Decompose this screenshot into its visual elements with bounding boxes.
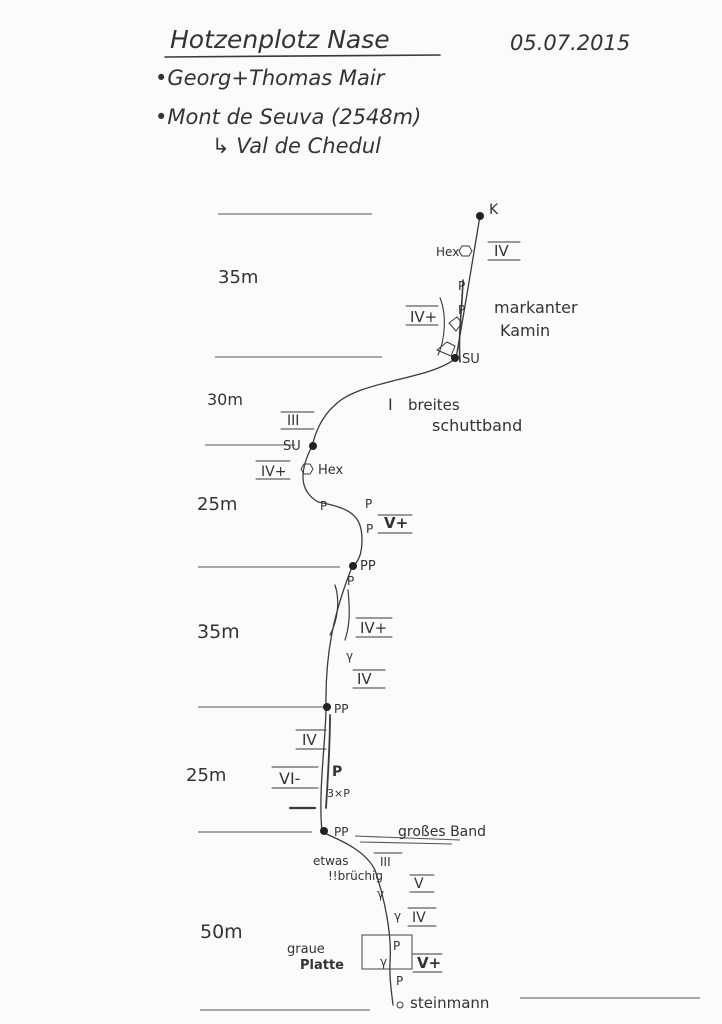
rock-texture-2	[448, 316, 463, 332]
grade-13: V+	[412, 953, 443, 973]
belay-dot-1	[451, 354, 459, 362]
grey-slab-box	[361, 934, 413, 970]
route-line	[302, 215, 481, 1006]
grade-3: III	[280, 411, 315, 430]
svg-text:V: V	[414, 876, 424, 892]
note-etwas: etwas	[313, 854, 349, 868]
pitch-length-2: 30m	[207, 390, 243, 409]
svg-text:III: III	[287, 413, 299, 429]
svg-text:III: III	[380, 855, 391, 869]
piton-3: P	[320, 499, 327, 513]
svg-text:IV: IV	[412, 910, 426, 926]
note-grade-band: I	[388, 395, 393, 414]
belay-label-pp3: PP	[334, 825, 348, 839]
grade-8: IV	[295, 729, 327, 750]
pitch-length-6: 50m	[200, 921, 243, 943]
note-big-ledge: großes Band	[398, 824, 486, 840]
hex-icon-top	[458, 245, 473, 257]
piton-2: P	[458, 303, 465, 317]
svg-text:IV: IV	[494, 242, 509, 260]
grade-6: IV+	[355, 617, 393, 638]
hex-label-top: Hex	[436, 245, 459, 259]
mountain-line: •Mont de Seuva (2548m)	[155, 105, 421, 129]
piton-5: P	[366, 522, 373, 536]
pitch-length-3: 25m	[197, 494, 237, 515]
pitch-length-1: 35m	[218, 267, 258, 288]
rock-texture-1	[436, 341, 456, 357]
piton-4: P	[365, 497, 372, 511]
belay-dot-5	[320, 827, 328, 835]
chimney-line	[458, 279, 464, 363]
piton-9: P	[396, 974, 403, 988]
belay-label-pp1: PP	[360, 559, 376, 574]
big-ledge-line-2	[359, 841, 453, 845]
belay-dot-3	[349, 562, 357, 570]
svg-text:IV+: IV+	[410, 308, 437, 326]
piton-6: P	[347, 574, 354, 588]
belay-label-su1: SU	[462, 352, 480, 367]
grade-10: III	[373, 852, 403, 869]
svg-text:IV: IV	[302, 731, 317, 749]
corner-line-left	[329, 584, 339, 636]
note-band-2: schuttband	[432, 416, 522, 435]
three-pitons: 3×P	[327, 787, 350, 800]
friend-mark-3: γ	[394, 909, 401, 923]
grade-1: IV	[487, 241, 521, 261]
friend-mark-2: γ	[377, 887, 384, 901]
piton-1: P	[458, 279, 465, 293]
note-chimney-2: Kamin	[500, 321, 550, 340]
note-band-1: breites	[408, 396, 460, 414]
piton-7: P	[332, 764, 342, 780]
svg-text:V+: V+	[417, 954, 441, 972]
grade-5: V+	[377, 514, 413, 534]
hex-icon-mid	[300, 463, 314, 475]
svg-text:IV+: IV+	[360, 619, 387, 637]
svg-text:IV: IV	[357, 670, 372, 688]
route-title: Hotzenplotz Nase	[170, 25, 390, 54]
belay-label-pp2: PP	[334, 702, 348, 716]
note-grey-2: Platte	[300, 958, 344, 973]
friend-mark-1: γ	[346, 649, 353, 663]
big-ledge-line-1	[354, 835, 461, 841]
belay-label-su2: SU	[283, 439, 301, 454]
hex-label-mid: Hex	[318, 463, 344, 478]
corner-line-right	[344, 589, 350, 641]
grade-9: VI-	[271, 766, 319, 789]
grade-12: IV	[407, 907, 437, 927]
top-anchor-dot	[476, 212, 484, 220]
belay-dot-4	[323, 703, 331, 711]
climbers-line: •Georg+Thomas Mair	[155, 66, 386, 90]
route-date: 05.07.2015	[510, 31, 630, 55]
grade-4: IV+	[255, 460, 291, 480]
note-steinmann: steinmann	[410, 994, 489, 1012]
title-underline	[164, 54, 441, 58]
svg-text:V+: V+	[384, 514, 408, 532]
pitch-length-4: 35m	[197, 621, 240, 643]
svg-text:VI-: VI-	[279, 769, 300, 788]
piton-8: P	[393, 939, 400, 953]
grade-11: V	[409, 874, 435, 893]
note-grey-1: graue	[287, 942, 325, 957]
belay-dot-2	[309, 442, 317, 450]
steep-section-line	[325, 714, 331, 809]
note-bruechig: !!brüchig	[328, 869, 383, 883]
svg-text:IV+: IV+	[261, 464, 286, 480]
cairn-icon	[396, 1001, 404, 1009]
note-chimney-1: markanter	[494, 298, 578, 317]
grade-7: IV	[352, 669, 386, 689]
valley-line: ↳ Val de Chedul	[212, 134, 381, 158]
pitch-length-5: 25m	[186, 765, 226, 786]
friend-mark-4: γ	[380, 955, 387, 969]
top-anchor-label: K	[489, 202, 499, 218]
grade-2: IV+	[405, 305, 439, 326]
